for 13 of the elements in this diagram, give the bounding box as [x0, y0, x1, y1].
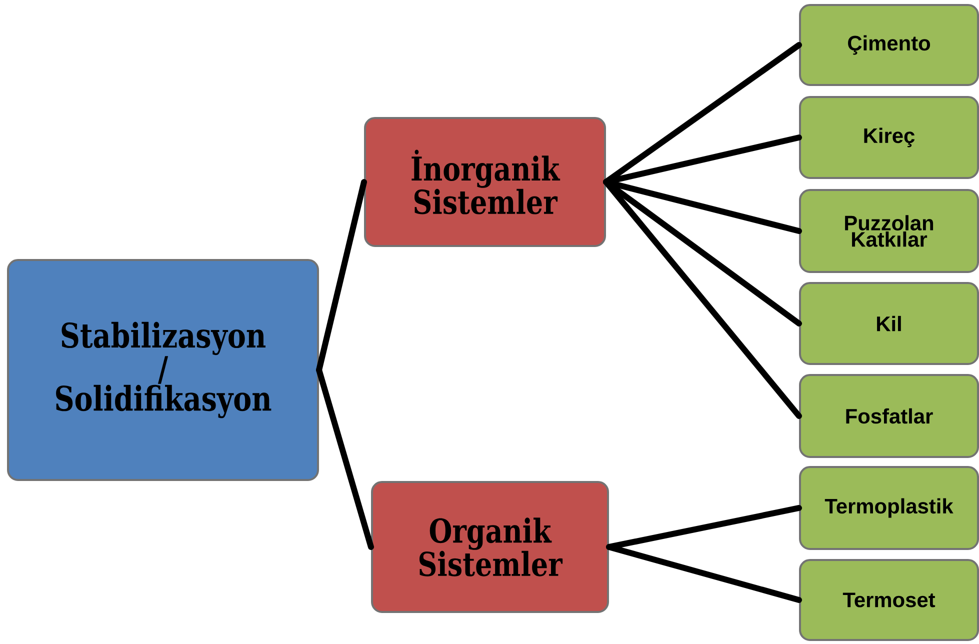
leaf-box: Fosfatlar: [799, 374, 979, 458]
category-box: İnorganik Sistemler: [364, 117, 606, 247]
category-box: Organik Sistemler: [371, 481, 609, 613]
leaf-box: Termoplastik: [799, 466, 979, 550]
leaf-box: Termoset: [799, 559, 979, 641]
connector-line: [603, 179, 802, 419]
root-box: Stabilizasyon / Solidifikasyon: [7, 259, 319, 481]
leaf-box: Kireç: [799, 96, 979, 179]
leaf-box: Kil: [799, 282, 979, 365]
connector-line: [316, 367, 374, 550]
leaf-box: Puzzolan Katkılar: [799, 189, 979, 273]
leaf-box: Çimento: [799, 4, 979, 86]
connector-line: [606, 544, 802, 603]
